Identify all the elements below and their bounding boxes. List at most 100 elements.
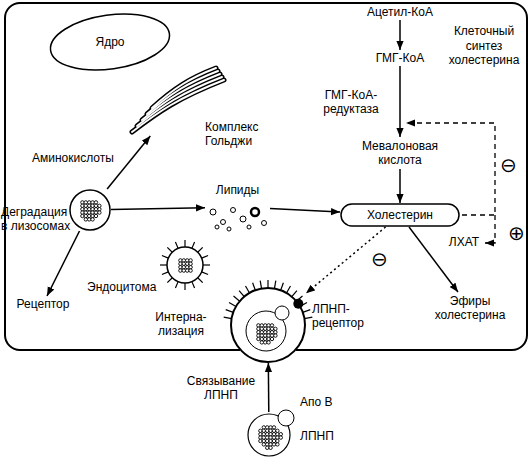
clathrin-spike — [184, 240, 185, 247]
node-label: ЛПНП — [300, 428, 340, 444]
node-label: Деградация в лизосомах — [1, 203, 71, 235]
clathrin-spike — [167, 278, 172, 283]
clathrin-spike — [226, 310, 234, 313]
lipid-core-granule — [270, 327, 273, 330]
clathrin-spike — [192, 282, 195, 288]
lipid-core-granule — [264, 331, 267, 334]
nucleus-oval: Ядро — [48, 12, 172, 72]
flow-arrow — [399, 20, 401, 50]
golgi-lumen — [147, 71, 218, 114]
clathrin-spike — [239, 291, 244, 297]
lipid-core-granule — [272, 439, 275, 442]
node-label: Ацетил-КоА — [358, 4, 442, 20]
vesicle-membrane — [167, 247, 203, 283]
lipid-core-granule — [81, 214, 84, 217]
lipid-core-granule — [81, 208, 84, 211]
lipid-core-granule — [257, 324, 260, 327]
clathrin-spike — [253, 283, 256, 291]
lipid-core-granule — [264, 327, 267, 330]
lipid-core-granule — [88, 208, 91, 211]
clathrin-spike — [167, 247, 172, 252]
lipid-core-granule — [272, 436, 275, 439]
receptor-dot — [293, 299, 303, 309]
endosome-vesicle-outline — [165, 245, 205, 285]
lipid-core-granule — [267, 327, 270, 330]
pathway-step: ГМГ-КоА — [368, 50, 432, 66]
lipid-core-granule — [264, 324, 267, 327]
lipid-core-granule — [94, 211, 97, 214]
clathrin-spike — [234, 296, 240, 301]
lipid-core-granule — [98, 204, 101, 207]
lipid-core-granule — [267, 334, 270, 337]
lipid-core-granule — [179, 269, 182, 272]
lipid-core-granule — [274, 334, 277, 337]
lipid-core-granule — [270, 324, 273, 327]
lysosome-circle-outline — [69, 189, 111, 231]
lipid-core-granule — [186, 259, 189, 262]
lipid-core-granule — [276, 436, 279, 439]
ldl-particle-outline — [246, 412, 292, 458]
flow-arrow — [268, 363, 270, 412]
lipid-core-granule — [259, 433, 262, 436]
lipid-core-granule — [266, 429, 269, 432]
lipid-core-granule — [269, 429, 272, 432]
lipid-core-granule — [259, 436, 262, 439]
coated-pit: Интерна- лизация — [230, 287, 306, 363]
lipid-core-granule — [88, 204, 91, 207]
lipid-core-granule — [189, 259, 192, 262]
lipid-core-granule — [189, 269, 192, 272]
lipid-core-granule — [269, 436, 272, 439]
edge-label: ⊖ — [368, 248, 390, 270]
lipid-core-granule — [262, 426, 265, 429]
lipid-droplet — [227, 227, 231, 231]
lipid-core-granule — [262, 429, 265, 432]
lipid-core-granule — [91, 208, 94, 211]
lipid-core-granule — [91, 204, 94, 207]
lipid-core-granule — [81, 204, 84, 207]
lipid-core-granule — [272, 443, 275, 446]
clathrin-spike — [192, 242, 195, 248]
lipid-core-granule — [84, 211, 87, 214]
pit-membrane — [231, 288, 305, 362]
lipid-core-granule — [189, 266, 192, 269]
lipid-core-granule — [182, 269, 185, 272]
lipid-core-granule — [262, 433, 265, 436]
lipid-core-granule — [262, 436, 265, 439]
edge-label: Связывание ЛПНП — [180, 372, 262, 404]
lipid-core-granule — [267, 341, 270, 344]
lipid-droplet — [262, 221, 267, 226]
lipid-core-granule — [276, 429, 279, 432]
lipid-core-granule — [81, 211, 84, 214]
lipid-droplet — [210, 209, 216, 215]
lipid-droplet — [251, 208, 259, 216]
lipid-droplet — [240, 216, 246, 222]
lipid-core-granule — [269, 446, 272, 449]
node-label: Апо В — [300, 394, 340, 410]
golgi-lumen — [142, 74, 220, 120]
lipid-core-granule — [269, 443, 272, 446]
lipid-core-granule — [94, 204, 97, 207]
activation-line — [485, 215, 495, 243]
lipid-core-granule — [266, 439, 269, 442]
lipid-core-granule — [267, 324, 270, 327]
lipid-core-granule — [84, 208, 87, 211]
apo-b-circle — [275, 306, 289, 320]
clathrin-spike — [303, 310, 311, 313]
lipid-core-granule — [84, 201, 87, 204]
lipid-core-granule — [266, 436, 269, 439]
lipid-core-granule — [91, 214, 94, 217]
lipid-core-granule — [257, 331, 260, 334]
lipid-core-granule — [267, 331, 270, 334]
golgi-lumen — [137, 77, 222, 126]
node-label: ГМГ-КоА — [368, 50, 432, 66]
clathrin-spike — [267, 280, 268, 288]
clathrin-spike — [304, 317, 312, 318]
clathrin-spike — [175, 242, 178, 248]
lipid-core-granule — [267, 337, 270, 340]
flow-arrow — [399, 66, 401, 137]
clathrin-spike — [203, 264, 210, 265]
lipid-core-granule — [269, 426, 272, 429]
flow-arrow — [270, 209, 340, 212]
